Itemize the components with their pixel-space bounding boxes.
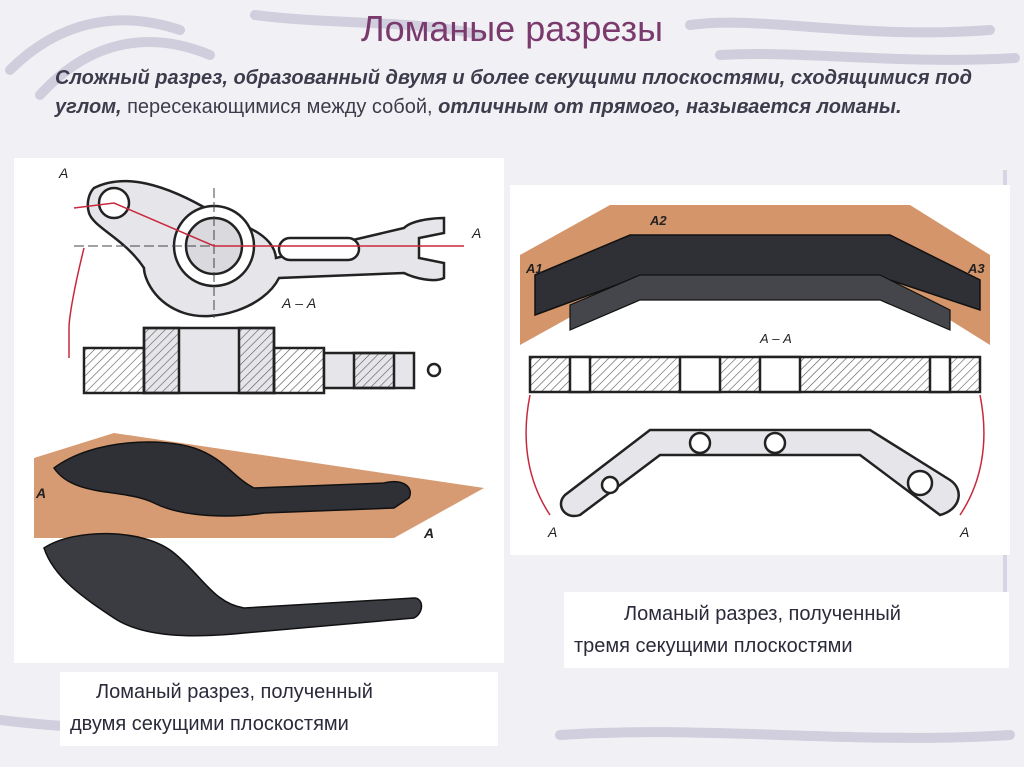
caption-right-line1: Ломаный разрез, полученный bbox=[624, 603, 901, 625]
drawing-two-planes: А А А – А А А bbox=[34, 165, 484, 637]
definition-part-3: отличным от прямого, bbox=[438, 96, 681, 118]
label-a3: А3 bbox=[967, 261, 985, 276]
part-top-view bbox=[559, 428, 960, 518]
caption-left-line1: Ломаный разрез, полученный bbox=[96, 681, 373, 703]
definition-part-1: Сложный разрез, образованный двумя и бол… bbox=[55, 67, 972, 118]
figure-three-planes: А1 А2 А3 А – А А А bbox=[510, 185, 1010, 555]
caption-right-line2: тремя секущими плоскостями bbox=[574, 635, 853, 657]
caption-two-planes: Ломаный разрез, полученный двумя секущим… bbox=[60, 672, 498, 746]
lever-top-view bbox=[86, 179, 446, 318]
label-a-right: А bbox=[471, 225, 481, 241]
drawing-three-planes: А1 А2 А3 А – А А А bbox=[520, 205, 990, 540]
lever-section-view bbox=[82, 326, 442, 395]
label-a-top: А bbox=[58, 165, 68, 181]
label-a-left-right-figure: А bbox=[547, 524, 557, 540]
label-a2: А2 bbox=[649, 213, 667, 228]
caption-left-line2: двумя секущими плоскостями bbox=[70, 713, 349, 735]
slide-title: Ломаные разрезы bbox=[361, 8, 663, 49]
plane-label-right: А bbox=[423, 525, 434, 541]
section-label-right: А – А bbox=[759, 331, 792, 346]
lever-3d-lower bbox=[43, 532, 423, 637]
section-label-left: А – А bbox=[281, 295, 316, 311]
label-a1: А1 bbox=[525, 261, 543, 276]
definition-text: Сложный разрез, образованный двумя и бол… bbox=[55, 64, 1005, 122]
label-a-right-right-figure: А bbox=[959, 524, 969, 540]
figure-two-planes: А А А – А А А bbox=[14, 158, 504, 663]
definition-part-4: называется ломаны. bbox=[680, 96, 902, 118]
plane-label-left: А bbox=[35, 485, 46, 501]
definition-part-2: пересекающимися между собой, bbox=[121, 96, 439, 118]
caption-three-planes: Ломаный разрез, полученный тремя секущим… bbox=[564, 592, 1009, 668]
part-section-view bbox=[528, 355, 982, 394]
lever-3d-upper bbox=[52, 441, 411, 517]
